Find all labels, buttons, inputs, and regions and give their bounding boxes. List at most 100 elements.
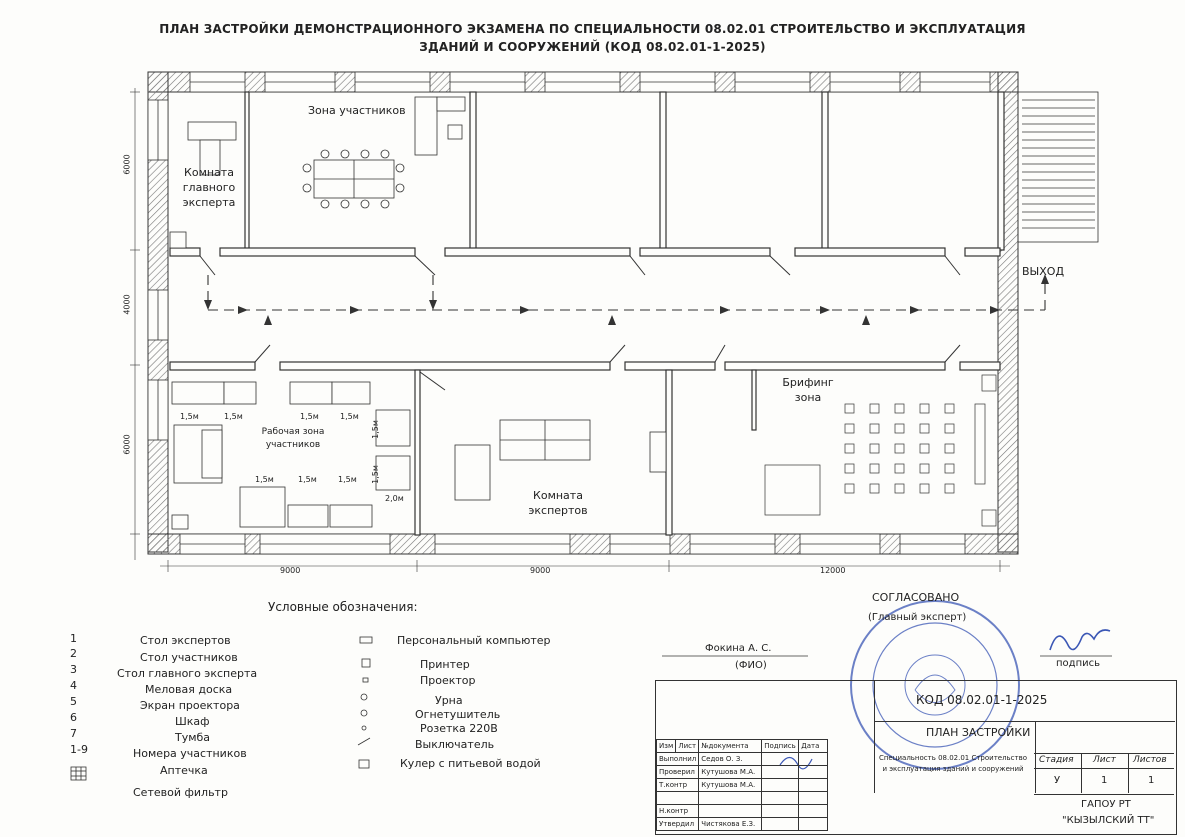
room-label-chief-expert: Комната главного эксперта bbox=[182, 166, 236, 209]
windows bbox=[147, 71, 991, 555]
stage-header-sheet: Лист bbox=[1093, 755, 1116, 765]
exit-label: ВЫХОД bbox=[1022, 265, 1065, 278]
approval-name: Фокина А. С. bbox=[705, 643, 772, 654]
ws-size-1: 1,5м bbox=[180, 412, 199, 421]
legend-num-4: 4 bbox=[70, 679, 77, 692]
signature bbox=[1049, 629, 1111, 651]
org-line2: "КЫЗЫЛСКИЙ ТТ" bbox=[1062, 815, 1155, 826]
approval-fio-caption: (ФИО) bbox=[735, 660, 767, 671]
legend-text-9: Аптечка bbox=[160, 764, 208, 777]
room-label-experts: Комната экспертов bbox=[528, 489, 588, 517]
legend-num-6: 6 bbox=[70, 711, 77, 724]
dim-left-mid: 4000 bbox=[122, 294, 132, 315]
legend-text-10: Сетевой фильтр bbox=[133, 786, 228, 799]
dim-bottom-3: 12000 bbox=[820, 566, 846, 575]
stage-header-sheets: Листов bbox=[1133, 755, 1167, 765]
participants-zone-furniture bbox=[302, 96, 466, 209]
legend-num-1: 1 bbox=[70, 632, 77, 645]
legend-num-5: 5 bbox=[70, 695, 77, 708]
row-name: Седов О. З. bbox=[698, 752, 763, 766]
room-label-participants-zone: Зона участников bbox=[308, 104, 406, 117]
ws-size-2: 1,5м bbox=[224, 412, 243, 421]
dim-left-bottom: 6000 bbox=[122, 434, 132, 455]
legend-num-2: 2 bbox=[70, 647, 77, 660]
legend-num-7: 7 bbox=[70, 727, 77, 740]
legend-symbols bbox=[70, 636, 373, 781]
row-name: Чистякова Е.З. bbox=[698, 817, 763, 831]
staircase bbox=[1017, 91, 1099, 243]
stage-value-sheets: 1 bbox=[1148, 775, 1155, 786]
legend-text-8: Номера участников bbox=[133, 747, 247, 760]
col-header-sign: Подпись bbox=[761, 739, 800, 753]
legend-text-5: Экран проектора bbox=[140, 699, 240, 712]
approval-signature-caption: подпись bbox=[1056, 658, 1100, 669]
legend-heading: Условные обозначения: bbox=[268, 600, 418, 614]
legend-cooler: Кулер с питьевой водой bbox=[400, 757, 541, 770]
briefing-chairs bbox=[764, 374, 997, 527]
col-header-izm: Изм bbox=[655, 739, 677, 753]
dimension-lines bbox=[130, 88, 1010, 572]
row-role: Н.контр bbox=[655, 804, 700, 818]
plan-title-line1: ПЛАН ЗАСТРОЙКИ ДЕМОНСТРАЦИОННОГО ЭКЗАМЕН… bbox=[159, 22, 1026, 36]
stage-value-sheet: 1 bbox=[1101, 775, 1108, 786]
interior-walls bbox=[169, 91, 1005, 536]
col-header-date: Дата bbox=[798, 739, 829, 753]
legend-num-8: 1-9 bbox=[70, 743, 88, 756]
stage-value-stage: У bbox=[1054, 775, 1061, 786]
stage-header-stage: Стадия bbox=[1039, 755, 1074, 765]
title-block-specialty: Специальность 08.02.01 Строительство и э… bbox=[878, 754, 1028, 773]
legend-socket: Розетка 220В bbox=[420, 722, 498, 735]
legend-text-4: Меловая доска bbox=[145, 683, 233, 696]
row-name: Кутушова М.А. bbox=[698, 765, 763, 779]
legend-projector: Проектор bbox=[420, 674, 476, 687]
experts-room-furniture bbox=[454, 419, 667, 501]
outer-walls bbox=[147, 71, 1019, 555]
ws-size-long: 2,0м bbox=[385, 494, 404, 503]
legend-text-2: Стол участников bbox=[140, 651, 238, 664]
legend-extinguisher: Огнетушитель bbox=[415, 708, 501, 721]
legend-text-7: Тумба bbox=[175, 731, 211, 744]
approval-role: (Главный эксперт) bbox=[868, 612, 967, 623]
title-block-code: КОД 08.02.01-1-2025 bbox=[916, 693, 1048, 707]
legend-bin: Урна bbox=[435, 694, 463, 707]
legend-printer: Принтер bbox=[420, 658, 470, 671]
ws-size-9: 1,5м bbox=[255, 475, 274, 484]
row-name bbox=[698, 804, 763, 818]
official-stamp bbox=[850, 600, 1020, 770]
ws-size-5: 1,5м bbox=[370, 420, 380, 439]
ws-size-8: 1,5м bbox=[298, 475, 317, 484]
title-block-sheet-title: ПЛАН ЗАСТРОЙКИ bbox=[926, 726, 1031, 739]
title-block: КОД 08.02.01-1-2025 ПЛАН ЗАСТРОЙКИ Специ… bbox=[655, 680, 1177, 835]
room-label-workzone: Рабочая зона участников bbox=[261, 427, 325, 450]
row-role: Т.контр bbox=[655, 778, 700, 792]
doors bbox=[199, 255, 961, 391]
approval-agreed: СОГЛАСОВАНО bbox=[872, 591, 960, 604]
legend-text-1: Стол экспертов bbox=[140, 634, 231, 647]
evacuation-route bbox=[207, 275, 1046, 311]
route-arrows bbox=[204, 274, 1049, 325]
chief-expert-furniture bbox=[169, 121, 237, 249]
ws-size-7: 1,5м bbox=[338, 475, 357, 484]
workzone-furniture bbox=[171, 381, 411, 530]
dim-bottom-1: 9000 bbox=[280, 566, 301, 575]
row-role: Выполнил bbox=[655, 752, 700, 766]
col-header-list: Лист bbox=[675, 739, 700, 753]
signature-table: Изм Лист №документа Подпись Дата Выполни… bbox=[655, 739, 829, 831]
ws-size-6: 1,5м bbox=[370, 465, 380, 484]
legend-num-3: 3 bbox=[70, 663, 77, 676]
row-role: Утвердил bbox=[655, 817, 700, 831]
room-label-briefing: Брифинг зона bbox=[782, 376, 834, 404]
legend-text-3: Стол главного эксперта bbox=[117, 667, 258, 680]
row-role: Проверил bbox=[655, 765, 700, 779]
legend-text-6: Шкаф bbox=[175, 715, 210, 728]
org-line1: ГАПОУ РТ bbox=[1081, 799, 1131, 810]
dim-bottom-2: 9000 bbox=[530, 566, 551, 575]
legend-pc: Персональный компьютер bbox=[397, 634, 551, 647]
ws-size-4: 1,5м bbox=[340, 412, 359, 421]
ws-size-3: 1,5м bbox=[300, 412, 319, 421]
legend-switch: Выключатель bbox=[415, 738, 495, 751]
col-header-doc: №документа bbox=[698, 739, 763, 753]
dim-left-top: 6000 bbox=[122, 154, 132, 175]
row-name: Кутушова М.А. bbox=[698, 778, 763, 792]
